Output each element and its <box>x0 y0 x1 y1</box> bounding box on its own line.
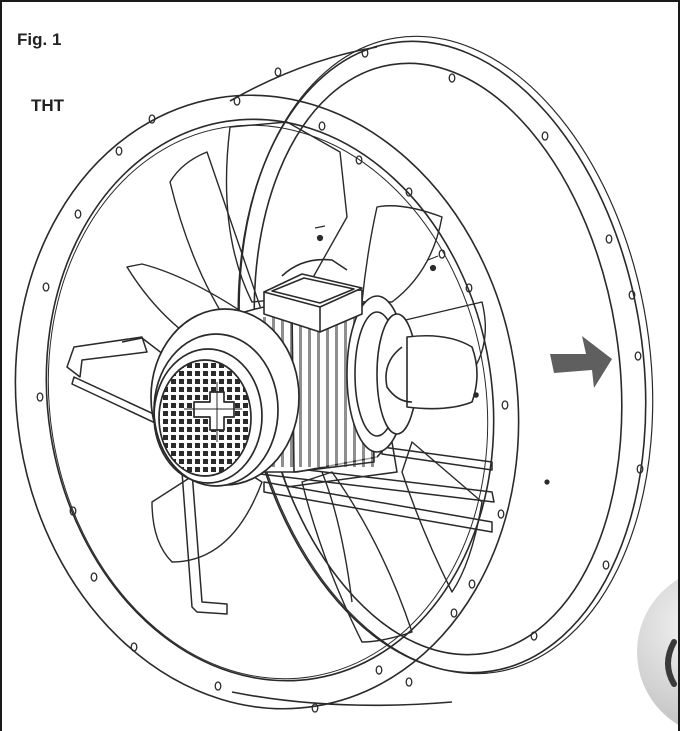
motor-fan-cover <box>150 308 300 487</box>
rear-flange-bolt-holes <box>274 48 644 641</box>
blade-markings <box>314 225 550 485</box>
figure-label: Fig. 1 <box>17 30 62 49</box>
front-flange <box>14 94 520 710</box>
airflow-direction-arrow-icon <box>550 336 612 388</box>
casing-top-edge <box>229 46 378 102</box>
front-flange-bolt-holes <box>36 96 509 713</box>
model-label: THT <box>31 96 65 115</box>
corner-badge-icon <box>637 579 678 725</box>
terminal-box <box>263 258 363 333</box>
casing-bottom-edge <box>231 691 453 707</box>
